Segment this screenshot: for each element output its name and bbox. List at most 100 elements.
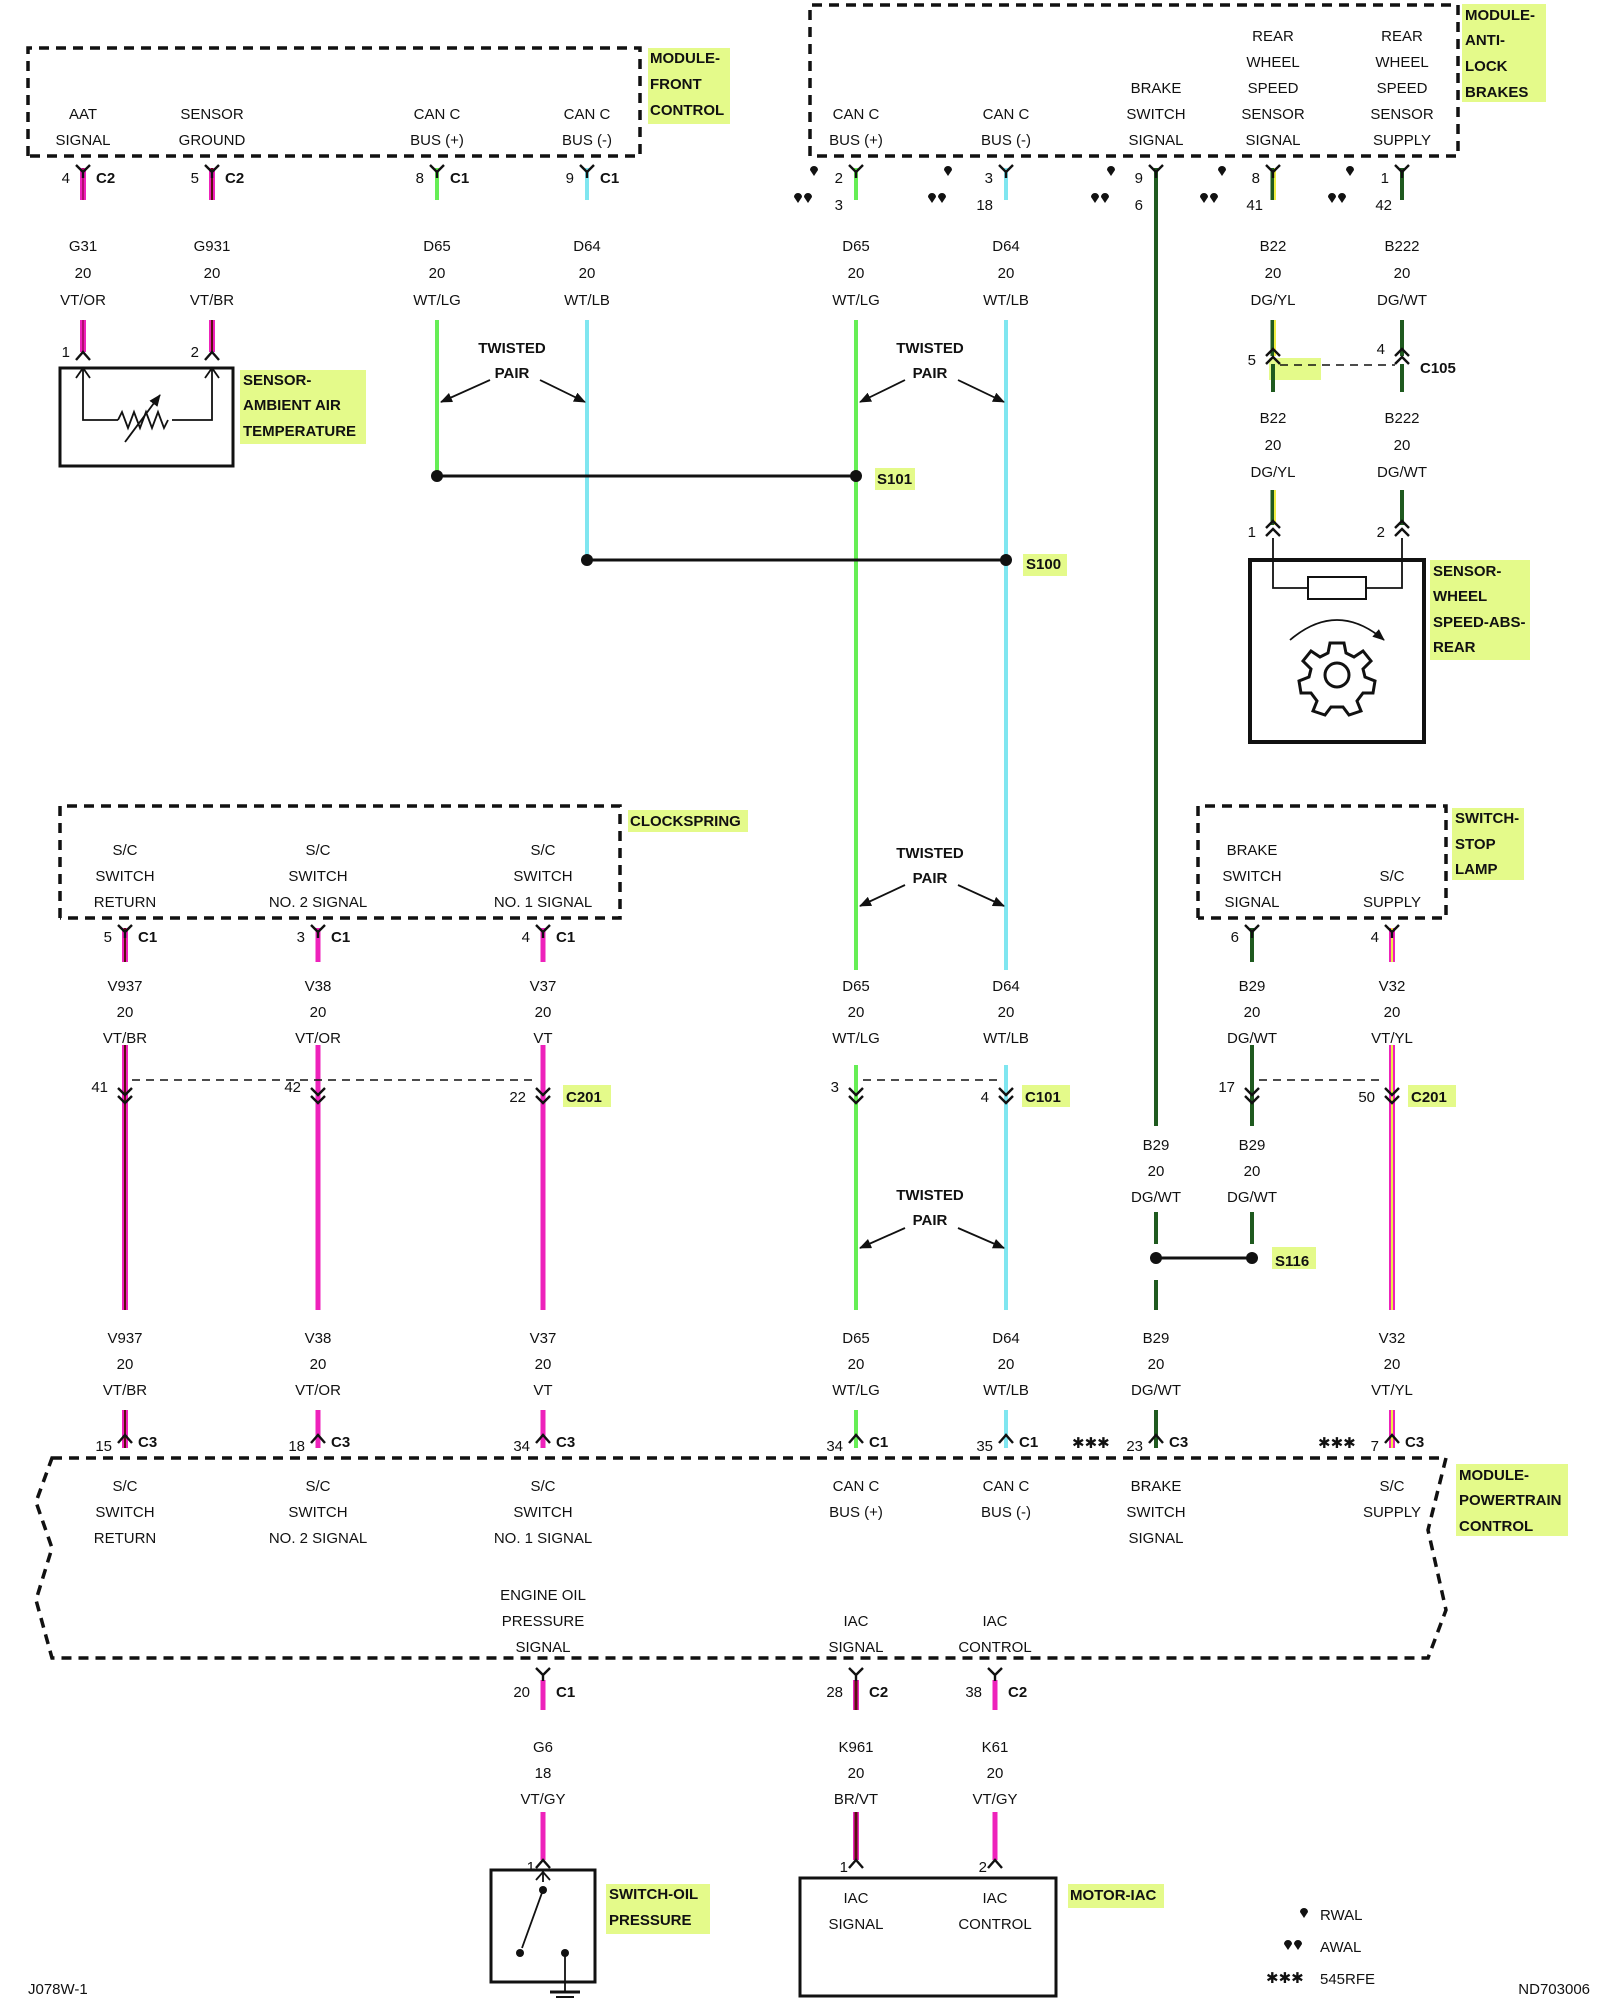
svg-text:SWITCH: SWITCH bbox=[1222, 868, 1281, 885]
svg-text:SWITCH: SWITCH bbox=[288, 1504, 347, 1521]
svg-text:S/C: S/C bbox=[530, 842, 555, 859]
svg-text:VT/YL: VT/YL bbox=[1371, 1382, 1413, 1399]
svg-text:35: 35 bbox=[976, 1438, 993, 1455]
svg-text:DG/WT: DG/WT bbox=[1377, 292, 1427, 309]
svg-text:CAN C: CAN C bbox=[983, 1478, 1030, 1495]
svg-text:SWITCH: SWITCH bbox=[1126, 106, 1185, 123]
svg-text:ENGINE OIL: ENGINE OIL bbox=[500, 1587, 586, 1604]
svg-text:PAIR: PAIR bbox=[913, 870, 948, 887]
svg-text:PRESSURE: PRESSURE bbox=[502, 1613, 585, 1630]
svg-text:VT/OR: VT/OR bbox=[295, 1382, 341, 1399]
svg-text:DG/WT: DG/WT bbox=[1227, 1189, 1277, 1206]
svg-text:38: 38 bbox=[965, 1684, 982, 1701]
svg-text:MODULE-: MODULE- bbox=[1459, 1467, 1529, 1484]
svg-text:SENSOR: SENSOR bbox=[180, 106, 244, 123]
pcm-box bbox=[34, 1456, 1449, 1660]
svg-text:C2: C2 bbox=[225, 170, 244, 187]
svg-text:1: 1 bbox=[1248, 524, 1256, 541]
svg-text:S/C: S/C bbox=[112, 842, 137, 859]
connector-c201-left: C201 bbox=[566, 1089, 602, 1106]
svg-text:FRONT: FRONT bbox=[650, 76, 702, 93]
clockspring-pin-labels: S/C SWITCH RETURN S/C SWITCH NO. 2 SIGNA… bbox=[94, 842, 592, 911]
svg-text:SPEED: SPEED bbox=[1377, 80, 1428, 97]
svg-text:D64: D64 bbox=[992, 1330, 1020, 1347]
svg-text:C3: C3 bbox=[1169, 1434, 1188, 1451]
svg-text:B22: B22 bbox=[1260, 410, 1287, 427]
svg-text:SWITCH: SWITCH bbox=[95, 868, 154, 885]
svg-text:SENSOR: SENSOR bbox=[1241, 106, 1305, 123]
iac-motor-name: MOTOR-IAC bbox=[1070, 1887, 1157, 1904]
svg-text:VT/BR: VT/BR bbox=[190, 292, 234, 309]
svg-text:PAIR: PAIR bbox=[913, 1212, 948, 1229]
svg-text:REAR: REAR bbox=[1252, 28, 1294, 45]
svg-text:VT: VT bbox=[533, 1030, 552, 1047]
svg-text:20: 20 bbox=[535, 1004, 552, 1021]
svg-text:3: 3 bbox=[835, 197, 843, 214]
svg-text:BRAKE: BRAKE bbox=[1131, 1478, 1182, 1495]
svg-text:22: 22 bbox=[509, 1089, 526, 1106]
svg-text:1: 1 bbox=[62, 344, 70, 361]
svg-text:S/C: S/C bbox=[1379, 868, 1404, 885]
svg-text:V37: V37 bbox=[530, 978, 557, 995]
svg-text:BUS (-): BUS (-) bbox=[981, 1504, 1031, 1521]
svg-text:2: 2 bbox=[835, 170, 843, 187]
svg-text:20: 20 bbox=[117, 1356, 134, 1373]
svg-text:20: 20 bbox=[117, 1004, 134, 1021]
svg-text:IAC: IAC bbox=[982, 1890, 1007, 1907]
svg-text:20: 20 bbox=[998, 1356, 1015, 1373]
svg-text:VT/OR: VT/OR bbox=[295, 1030, 341, 1047]
pin-symbols bbox=[75, 164, 1410, 1869]
svg-text:BUS (+): BUS (+) bbox=[829, 132, 883, 149]
front-control-module-name: MODULE- FRONT CONTROL bbox=[650, 50, 724, 119]
svg-text:4: 4 bbox=[981, 1089, 989, 1106]
splice-s100: S100 bbox=[1026, 556, 1061, 573]
svg-text:CONTROL: CONTROL bbox=[1459, 1518, 1533, 1535]
inline-connector-wire-joins bbox=[1271, 364, 1404, 392]
svg-text:3: 3 bbox=[831, 1079, 839, 1096]
iac-motor: IAC SIGNAL IAC CONTROL bbox=[798, 1876, 1058, 1998]
svg-text:6: 6 bbox=[1231, 929, 1239, 946]
svg-text:WT/LG: WT/LG bbox=[832, 1030, 880, 1047]
svg-text:SWITCH: SWITCH bbox=[1126, 1504, 1185, 1521]
abs-module-name: MODULE- ANTI- LOCK BRAKES bbox=[1465, 7, 1535, 101]
svg-text:TWISTED: TWISTED bbox=[896, 1187, 964, 1204]
svg-text:GROUND: GROUND bbox=[179, 132, 246, 149]
svg-text:DG/WT: DG/WT bbox=[1131, 1189, 1181, 1206]
svg-text:LOCK: LOCK bbox=[1465, 58, 1508, 75]
svg-text:SWITCH: SWITCH bbox=[513, 1504, 572, 1521]
svg-text:RETURN: RETURN bbox=[94, 1530, 157, 1547]
module-names: MODULE- FRONT CONTROL MODULE- ANTI- LOCK… bbox=[243, 7, 1562, 1929]
svg-text:50: 50 bbox=[1358, 1089, 1375, 1106]
twisted-pair-top-right: TWISTED PAIR bbox=[859, 340, 1005, 403]
svg-text:S/C: S/C bbox=[305, 1478, 330, 1495]
svg-text:B29: B29 bbox=[1143, 1330, 1170, 1347]
svg-text:PAIR: PAIR bbox=[495, 365, 530, 382]
svg-text:20: 20 bbox=[1148, 1356, 1165, 1373]
svg-text:DG/WT: DG/WT bbox=[1377, 464, 1427, 481]
svg-text:PAIR: PAIR bbox=[913, 365, 948, 382]
svg-text:DG/YL: DG/YL bbox=[1250, 292, 1295, 309]
svg-text:8: 8 bbox=[1252, 170, 1260, 187]
svg-text:4: 4 bbox=[1371, 929, 1379, 946]
svg-text:V32: V32 bbox=[1379, 978, 1406, 995]
svg-text:1: 1 bbox=[527, 1859, 535, 1876]
twisted-pair-middle: TWISTED PAIR bbox=[859, 845, 1005, 907]
connector-c201-right: C201 bbox=[1411, 1089, 1447, 1106]
svg-text:VT/GY: VT/GY bbox=[972, 1791, 1017, 1808]
svg-text:C1: C1 bbox=[1019, 1434, 1038, 1451]
svg-text:C1: C1 bbox=[556, 1684, 575, 1701]
svg-text:6: 6 bbox=[1135, 197, 1143, 214]
svg-text:20: 20 bbox=[75, 265, 92, 282]
svg-text:K961: K961 bbox=[838, 1739, 873, 1756]
pcm-pin-labels: S/C SWITCH RETURN S/C SWITCH NO. 2 SIGNA… bbox=[94, 1478, 1421, 1656]
svg-text:RETURN: RETURN bbox=[94, 894, 157, 911]
